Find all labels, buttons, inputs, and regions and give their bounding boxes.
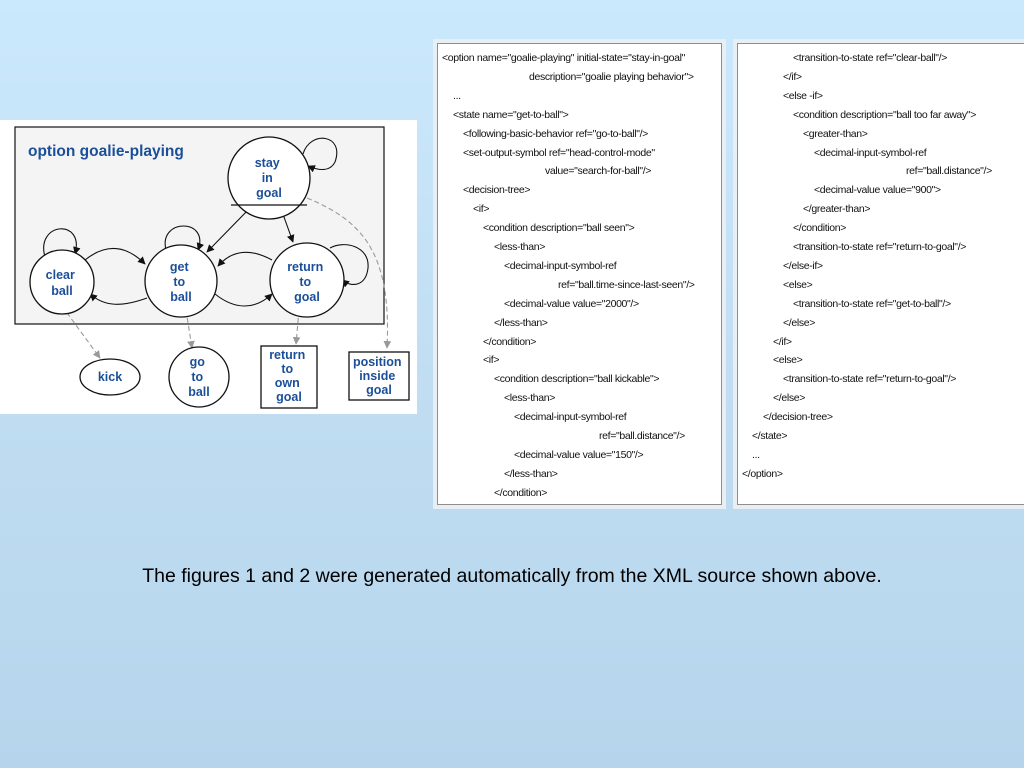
self-loop-clear-ball xyxy=(43,228,81,258)
edge-get-to-clear xyxy=(89,293,148,305)
xml-line: <decimal-input-symbol-ref xyxy=(504,259,617,272)
xml-line: <option name="goalie-playing" initial-st… xyxy=(442,52,685,64)
edge-return-to-get xyxy=(217,251,273,267)
xml-line: </less-than> xyxy=(504,467,558,480)
self-loop-return-to-goal xyxy=(329,244,369,288)
behavior-edges xyxy=(61,197,392,359)
xml-line: </greater-than> xyxy=(803,203,871,216)
xml-line: <decimal-input-symbol-ref xyxy=(514,411,627,424)
xml-line: value="search-for-ball"/> xyxy=(545,165,652,178)
xml-line: <set-output-symbol ref="head-control-mod… xyxy=(463,146,655,159)
xml-line: <decimal-value value="150"/> xyxy=(514,448,644,461)
xml-line: </condition> xyxy=(483,335,537,348)
xml-line: <state name="get-to-ball"> xyxy=(453,108,569,121)
edge-clear-to-kick xyxy=(61,305,101,359)
xml-line: <condition description="ball too far awa… xyxy=(793,108,976,121)
state-stay-in-goal-node xyxy=(227,136,311,220)
xml-line: ref="ball.time-since-last-seen"/> xyxy=(558,278,695,291)
xml-line: <decimal-value value="2000"/> xyxy=(504,297,639,310)
behavior-position-inside-goal-node xyxy=(348,351,410,401)
behavior-position-inside-goal-label: position inside goal xyxy=(353,355,405,397)
transition-edges xyxy=(43,137,369,307)
self-loop-get-to-ball xyxy=(164,225,205,251)
behavior-go-to-ball-label: go to ball xyxy=(188,355,210,399)
diagram-svg: option goalie-playing xyxy=(14,126,410,409)
state-clear-ball-label: clear ball xyxy=(46,268,79,298)
xml-line: <if> xyxy=(483,354,500,367)
xml-line: </if> xyxy=(773,335,792,348)
xml-line: </less-than> xyxy=(494,316,548,329)
xml-line: </option> xyxy=(742,467,783,480)
xml-line: <condition description="ball seen"> xyxy=(483,222,635,235)
xml-line: <condition description="ball kickable"> xyxy=(494,373,660,386)
edge-clear-to-get xyxy=(84,247,146,265)
xml-line: <decimal-value value="900"> xyxy=(814,184,941,197)
state-machine-diagram: option goalie-playing xyxy=(0,120,417,414)
xml-line: </else-if> xyxy=(783,259,823,272)
xml-line: </state> xyxy=(752,430,788,442)
xml-line: <transition-to-state ref="return-to-goal… xyxy=(793,241,967,253)
behavior-kick-node xyxy=(79,358,141,396)
behavior-return-to-own-goal-label: return to own goal xyxy=(269,348,309,404)
behavior-nodes xyxy=(79,345,410,409)
behavior-return-to-own-goal-node xyxy=(260,345,318,409)
xml-line: <else> xyxy=(783,278,813,291)
xml-line: <decimal-input-symbol-ref xyxy=(814,146,927,159)
xml-line: </else> xyxy=(773,392,805,405)
xml-line: <transition-to-state ref="return-to-goal… xyxy=(783,373,957,386)
xml-line: ... xyxy=(752,448,760,461)
edge-get-to-return xyxy=(214,293,273,307)
xml-line: <transition-to-state ref="clear-ball"/> xyxy=(793,52,948,64)
state-get-to-ball-node xyxy=(144,244,218,318)
xml-line: <following-basic-behavior ref="go-to-bal… xyxy=(463,127,648,140)
xml-code-panel-right: <transition-to-state ref="clear-ball"/> <… xyxy=(737,43,1024,505)
xml-line: <decision-tree> xyxy=(463,184,531,197)
edge-stay-to-get xyxy=(206,207,251,253)
xml-line: <greater-than> xyxy=(803,127,868,140)
behavior-go-to-ball-node xyxy=(168,346,230,408)
xml-line: <if> xyxy=(473,203,490,216)
xml-line: <less-than> xyxy=(494,241,546,253)
xml-line: description="goalie playing behavior"> xyxy=(529,70,694,83)
edge-return-to-own-goal xyxy=(292,309,301,345)
xml-line: <transition-to-state ref="get-to-ball"/> xyxy=(793,297,951,310)
xml-line: ref="ball.distance"/> xyxy=(906,165,992,178)
state-get-to-ball-label: get to ball xyxy=(170,260,192,304)
state-nodes xyxy=(29,136,345,318)
behavior-kick-label: kick xyxy=(98,370,122,384)
xml-line: <else -if> xyxy=(783,89,823,102)
self-loop-stay-in-goal xyxy=(302,137,338,173)
xml-line: </condition> xyxy=(793,222,847,235)
xml-line: <less-than> xyxy=(504,392,556,405)
state-return-to-goal-label: return to goal xyxy=(287,260,327,304)
state-clear-ball-node xyxy=(29,249,95,315)
xml-code-panel-left: <option name="goalie-playing" initial-st… xyxy=(437,43,722,505)
xml-line: </else> xyxy=(783,316,815,329)
xml-line: </condition> xyxy=(494,486,548,499)
xml-line: </decision-tree> xyxy=(763,411,833,424)
diagram-title: option goalie-playing xyxy=(28,143,184,160)
xml-line: </if> xyxy=(783,70,802,83)
edge-stay-to-position-inside-goal xyxy=(306,197,392,349)
xml-line: ref="ball.distance"/> xyxy=(599,430,685,442)
edge-get-to-go-to-ball xyxy=(185,309,195,349)
state-stay-in-goal-label: stay in goal xyxy=(255,156,284,200)
xml-line: ... xyxy=(453,89,461,102)
state-return-to-goal-node xyxy=(269,242,345,318)
caption-text: The figures 1 and 2 were generated autom… xyxy=(142,565,882,587)
xml-line: <else> xyxy=(773,354,803,367)
